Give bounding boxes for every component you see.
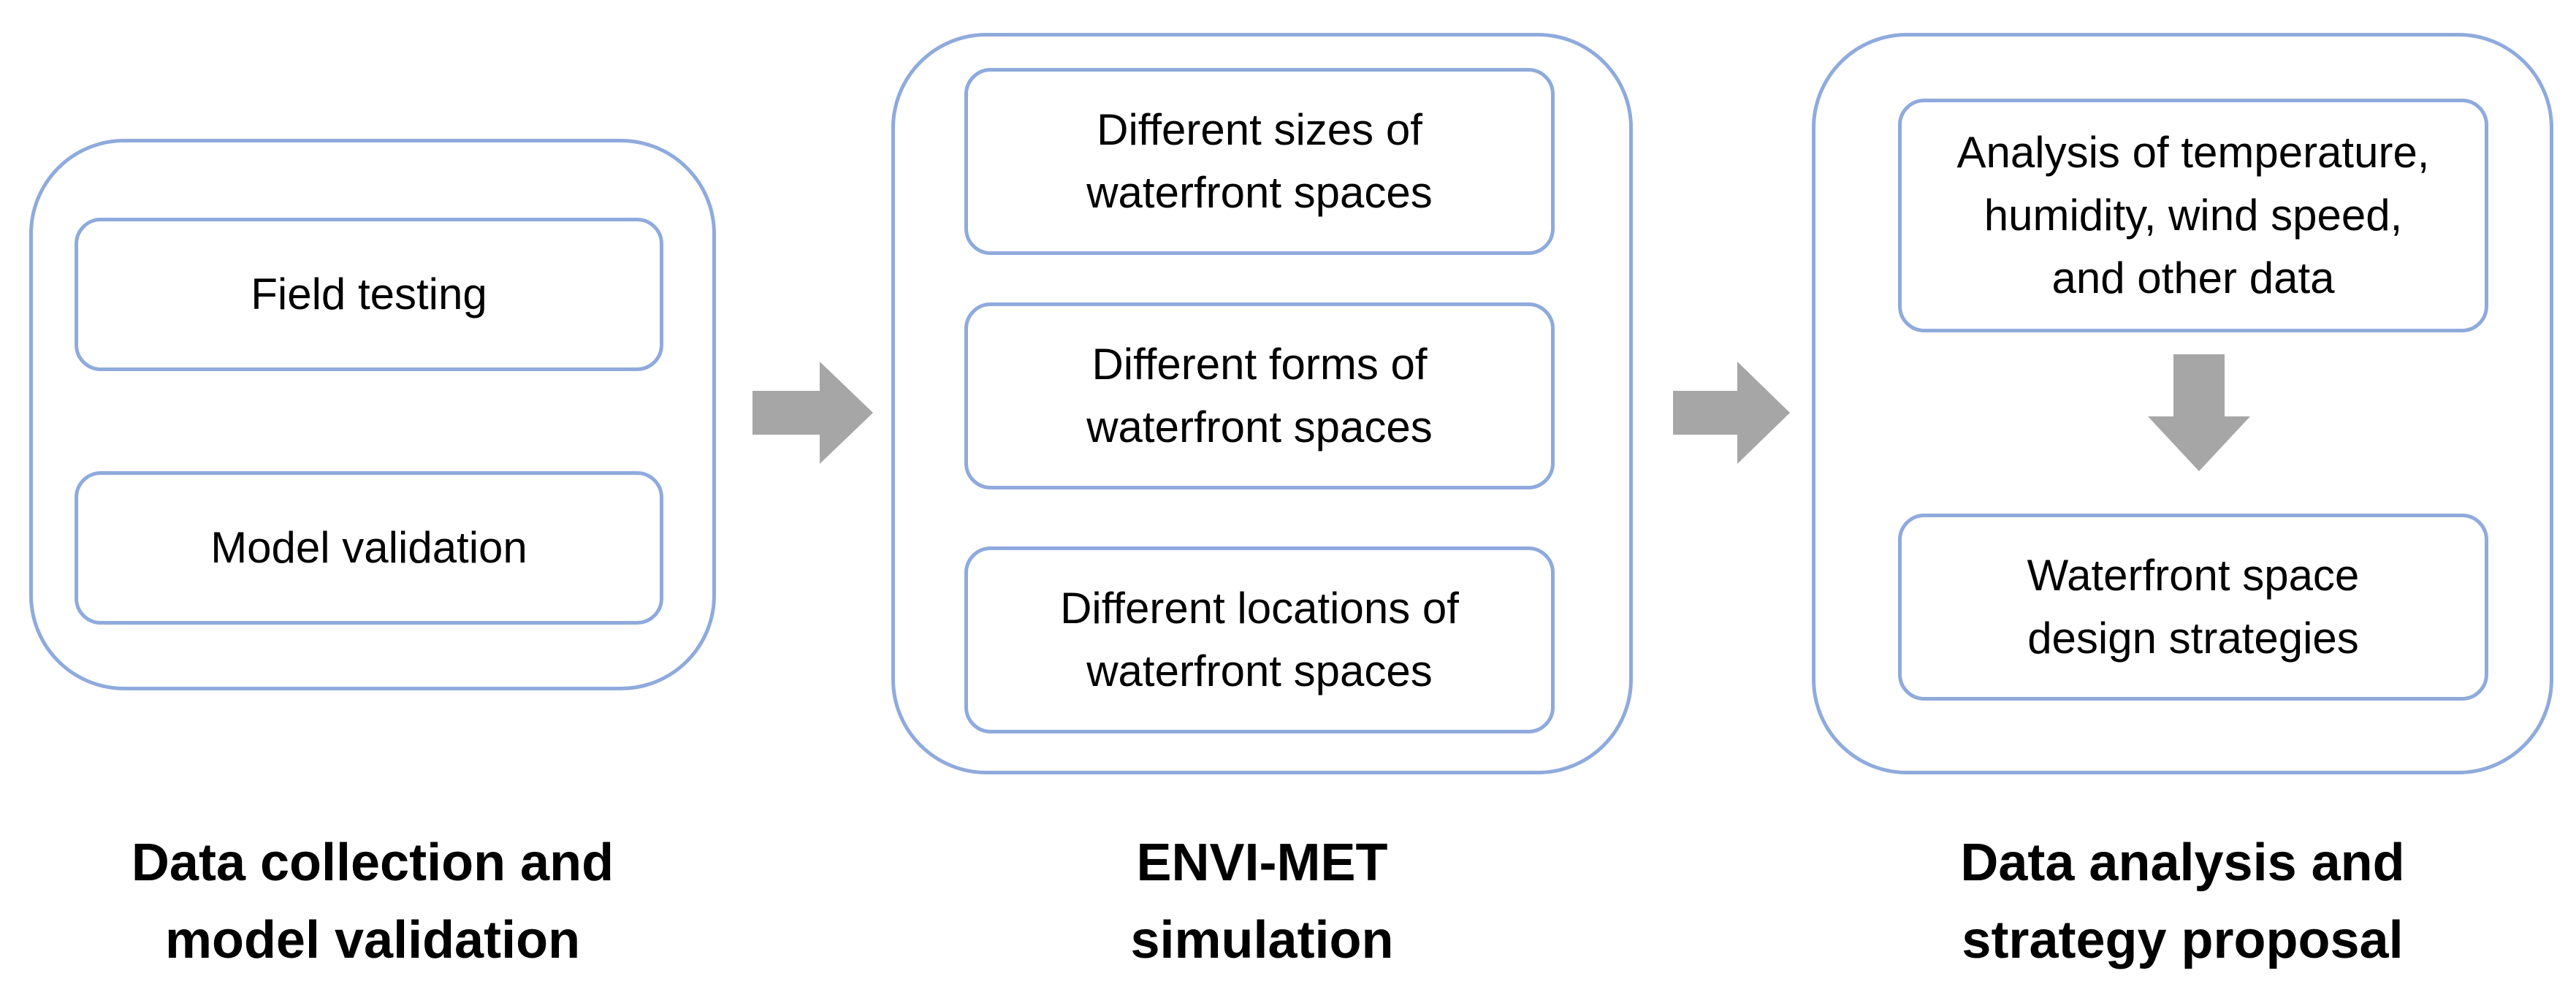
stage-3-caption: Data analysis and strategy proposal <box>1960 834 2405 969</box>
stage-2-item-forms: Different forms of waterfront spaces <box>964 302 1555 489</box>
stage-3-item-analysis: Analysis of temperature, humidity, wind … <box>1898 99 2488 332</box>
stage-2-item-sizes: Different sizes of waterfront spaces <box>964 68 1555 255</box>
item-label: Model validation <box>210 523 527 572</box>
item-label: Different sizes of waterfront spaces <box>1086 105 1433 217</box>
down-arrow-icon <box>2148 354 2250 471</box>
right-arrow-icon <box>752 362 873 464</box>
stage-1-caption: Data collection and model validation <box>131 834 614 969</box>
stage-2-caption: ENVI-MET simulation <box>1130 834 1394 969</box>
stage-1-item-field-testing: Field testing <box>75 218 663 371</box>
stage-3-item-strategies: Waterfront space design strategies <box>1898 514 2488 701</box>
item-label: Field testing <box>251 270 487 319</box>
item-label: Analysis of temperature, humidity, wind … <box>1956 128 2430 302</box>
stage-1-item-model-validation: Model validation <box>75 471 663 625</box>
stage-2-item-locations: Different locations of waterfront spaces <box>964 546 1555 733</box>
item-label: Waterfront space design strategies <box>2027 551 2360 663</box>
item-label: Different locations of waterfront spaces <box>1060 584 1459 695</box>
item-label: Different forms of waterfront spaces <box>1086 340 1433 451</box>
right-arrow-icon <box>1673 362 1790 464</box>
